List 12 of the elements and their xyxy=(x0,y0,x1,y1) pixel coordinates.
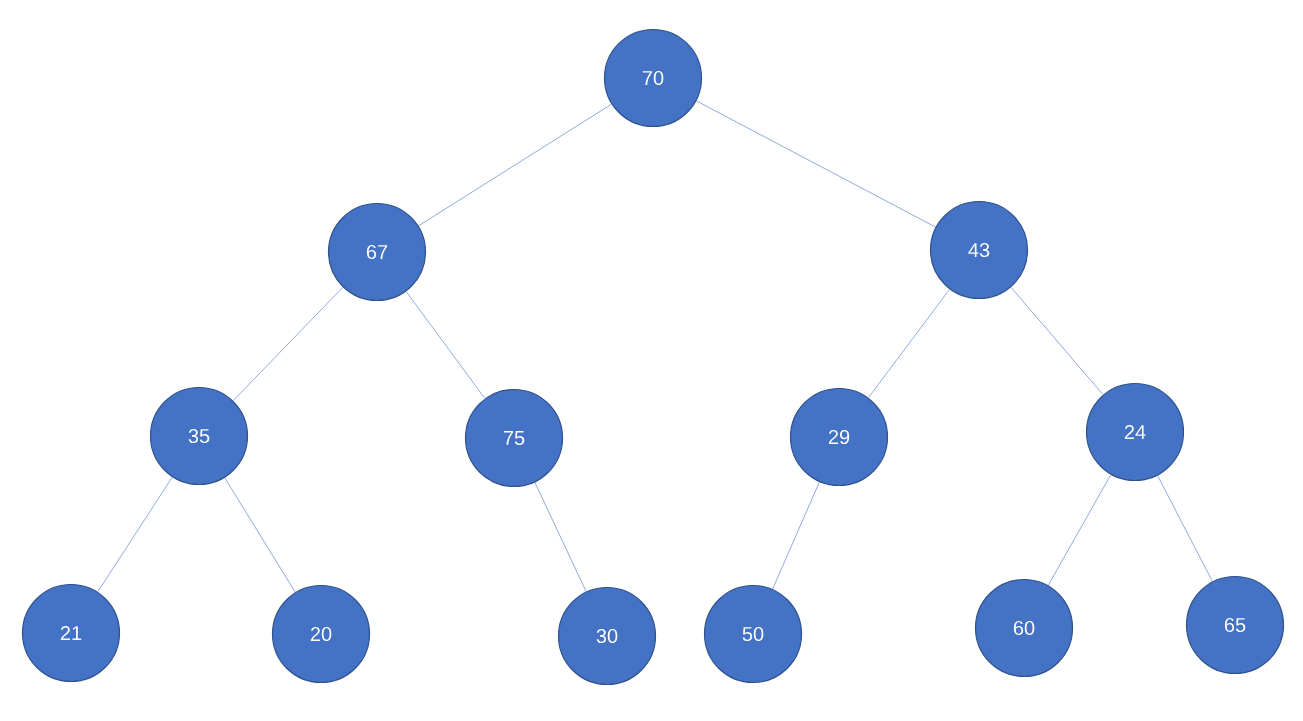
tree-edge xyxy=(1010,286,1104,396)
tree-edge xyxy=(97,476,173,593)
tree-edge xyxy=(868,289,950,398)
tree-edge xyxy=(224,477,296,593)
tree-edge xyxy=(232,287,344,401)
tree-edge xyxy=(534,482,587,592)
tree-edge xyxy=(772,481,820,590)
tree-edge xyxy=(696,100,936,228)
tree-edge xyxy=(1157,475,1213,582)
tree-edge xyxy=(418,103,612,227)
tree-edge xyxy=(1047,474,1112,586)
tree-edge xyxy=(405,291,486,399)
